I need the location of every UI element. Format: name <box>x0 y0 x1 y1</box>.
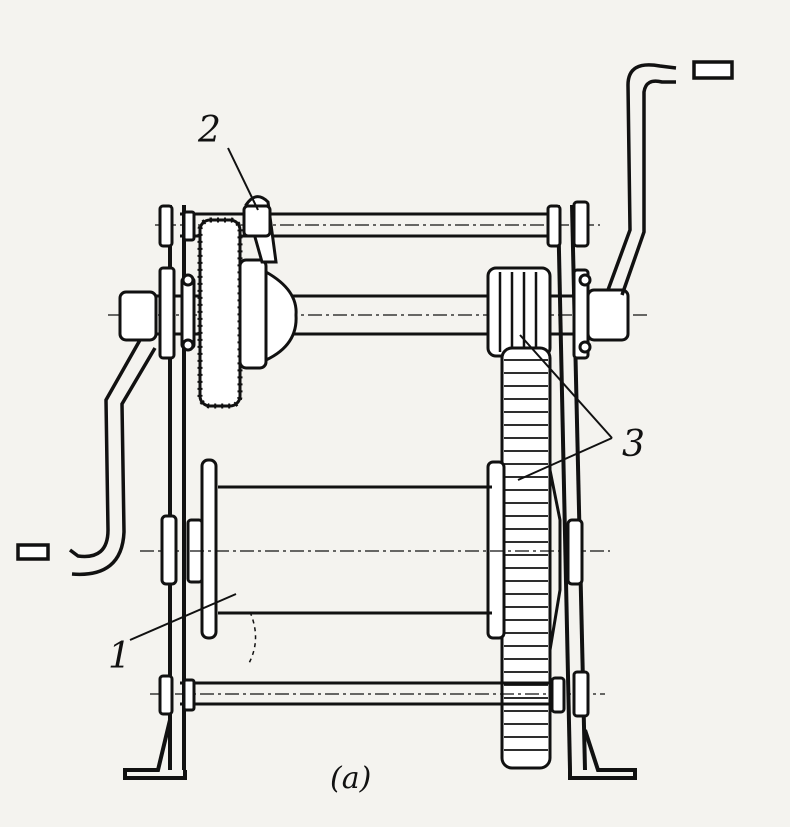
figure-caption: (a) <box>330 761 371 796</box>
callout-drum: 1 <box>108 636 131 677</box>
drum-axle-nuts <box>160 514 584 586</box>
callout-gears: 3 <box>622 424 645 465</box>
top-rod-nuts <box>158 200 590 248</box>
callout-pawl: 2 <box>197 110 221 151</box>
ratchet-wheel <box>197 217 298 409</box>
right-crank-handle <box>606 60 734 296</box>
left-crank-handle <box>16 339 157 577</box>
shaft-bearing-left <box>118 266 196 360</box>
bottom-tie-rod <box>150 681 605 706</box>
shaft-bearing-right <box>572 268 630 360</box>
drum-flange-left <box>186 458 218 640</box>
pawl <box>242 195 278 264</box>
leader-lines <box>129 147 613 641</box>
pinion-gear <box>486 266 552 358</box>
large-gear <box>486 346 562 770</box>
drum <box>213 485 492 666</box>
bottom-rod-nuts <box>158 670 590 718</box>
